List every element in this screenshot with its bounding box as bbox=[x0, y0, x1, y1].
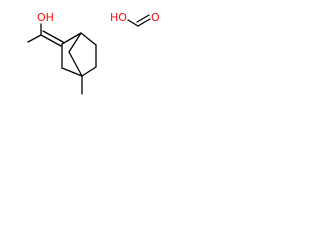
bond-ring-5 bbox=[61, 67, 83, 77]
bond-ring-1 bbox=[61, 32, 82, 45]
bond-bridge-2 bbox=[68, 51, 83, 77]
bond-carbonyl-double-2 bbox=[136, 14, 150, 23]
bond-exocyclic-double-1 bbox=[40, 34, 62, 47]
bond-ring-2 bbox=[80, 32, 97, 46]
acid-hydroxyl-label: HO bbox=[110, 11, 127, 24]
bond-hydroxyl-carbon bbox=[127, 19, 139, 27]
bond-carbonyl-double-1 bbox=[137, 18, 151, 27]
structure-diagram: OH HO O bbox=[27, 11, 160, 95]
formic-acid-molecule: HO O bbox=[110, 11, 160, 27]
bicyclic-enol-molecule: OH bbox=[27, 11, 97, 95]
bond-methyl-enol bbox=[27, 34, 42, 43]
bond-exocyclic-double-2 bbox=[42, 30, 64, 43]
bond-ring-4 bbox=[81, 66, 97, 77]
carbonyl-oxygen-label: O bbox=[151, 11, 160, 24]
enol-hydroxyl-label: OH bbox=[37, 11, 54, 24]
bond-bridge-1 bbox=[68, 32, 82, 53]
